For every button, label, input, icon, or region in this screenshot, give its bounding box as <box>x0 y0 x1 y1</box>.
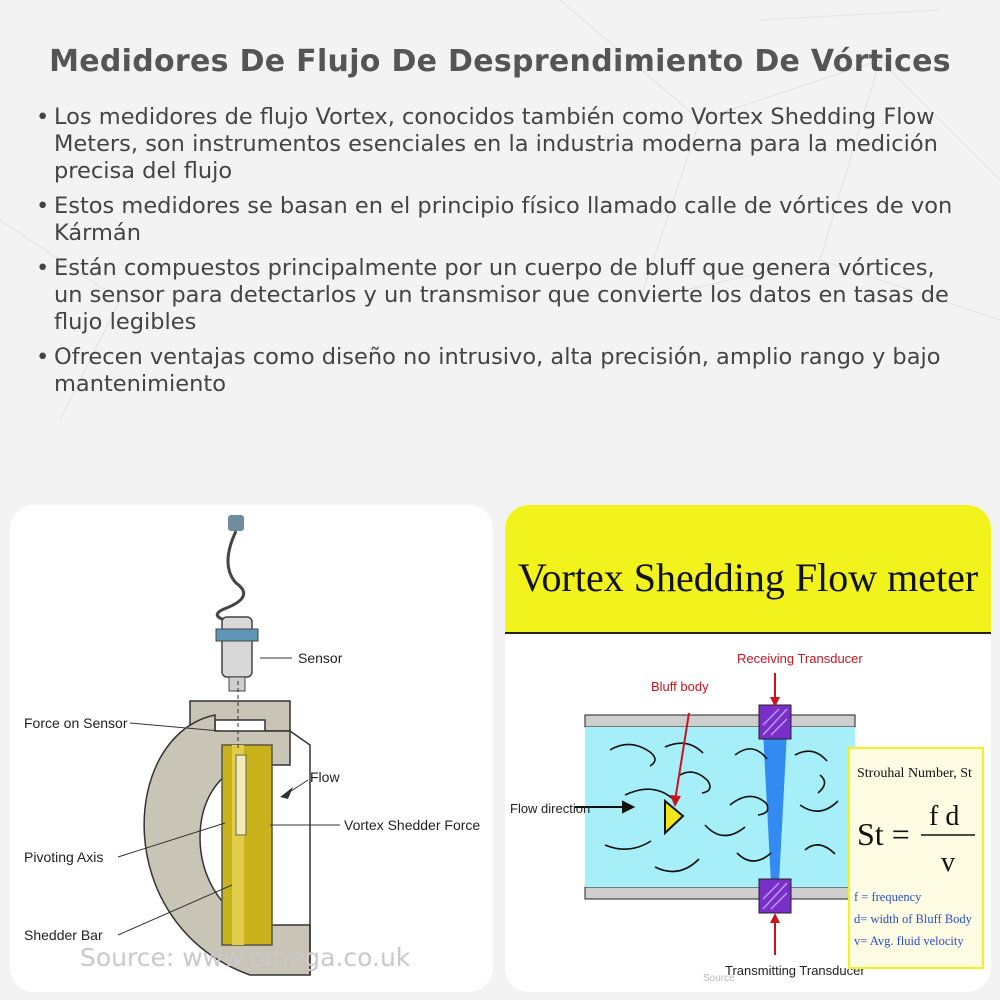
formula-def-f: f = frequency <box>854 890 922 904</box>
label-force-on-sensor: Force on Sensor <box>24 715 128 731</box>
label-pivoting-axis: Pivoting Axis <box>24 849 103 865</box>
vortex-flow-meter-schematic: Vortex Shedding Flow meter <box>505 505 991 984</box>
sensor-body <box>221 616 253 678</box>
bullet-item: Los medidores de flujo Vortex, conocidos… <box>34 104 964 185</box>
formula-denominator: v <box>941 847 955 878</box>
shedder-bar <box>221 744 273 946</box>
image-source-caption: Source: www.omega.co.uk <box>80 943 411 972</box>
pipe-top-wall <box>584 714 856 728</box>
strouhal-formula-box <box>848 747 984 969</box>
connector-cap <box>228 515 244 531</box>
bluff-body-pointer <box>674 712 690 802</box>
label-sensor: Sensor <box>298 650 343 666</box>
sensor-band <box>215 628 259 642</box>
bullet-item: Ofrecen ventajas como diseño no intrusiv… <box>34 344 964 398</box>
bullet-item: Están compuestos principalmente por un c… <box>34 255 964 336</box>
bullet-item: Estos medidores se basan en el principio… <box>34 193 964 247</box>
flow-direction-arrows <box>575 800 636 814</box>
label-vortex-shedder-force: Vortex Shedder Force <box>344 817 480 833</box>
schematic-header-background <box>505 505 991 633</box>
label-flow-direction: Flow direction <box>510 801 590 816</box>
label-transmitting-transducer: Transmitting Transducer <box>725 963 865 978</box>
formula-def-v: v= Avg. fluid velocity <box>854 934 964 948</box>
sensor-tip <box>228 676 246 692</box>
vortex-meter-cutaway-card: Sensor Force on Sensor Flow Vortex Shedd… <box>10 505 493 992</box>
label-receiving-transducer: Receiving Transducer <box>737 651 863 666</box>
sensor-cable <box>215 530 246 625</box>
formula-lhs: St = <box>857 816 910 852</box>
schematic-heading: Vortex Shedding Flow meter <box>518 555 978 600</box>
bluff-body-triangle <box>664 798 685 836</box>
vortex-swirls <box>604 742 839 873</box>
label-flow: Flow <box>310 769 340 785</box>
bullet-list: Los medidores de flujo Vortex, conocidos… <box>34 104 964 406</box>
label-bluff-body: Bluff body <box>651 679 709 694</box>
vortex-meter-cutaway-illustration: Sensor Force on Sensor Flow Vortex Shedd… <box>24 515 480 976</box>
page-title: Medidores De Flujo De Desprendimiento De… <box>49 44 951 80</box>
schematic-source-fragment: Source <box>703 973 735 984</box>
formula-numerator: f d <box>929 801 959 832</box>
label-shedder-bar: Shedder Bar <box>24 927 103 943</box>
strouhal-title: Strouhal Number, St <box>857 766 972 781</box>
vortex-flow-meter-schematic-card: Vortex Shedding Flow meter <box>505 505 991 992</box>
pipe-bottom-wall <box>584 886 856 900</box>
formula-def-d: d= width of Bluff Body <box>854 912 973 926</box>
ultrasonic-beam <box>763 731 787 883</box>
shedder-slot <box>235 754 247 836</box>
